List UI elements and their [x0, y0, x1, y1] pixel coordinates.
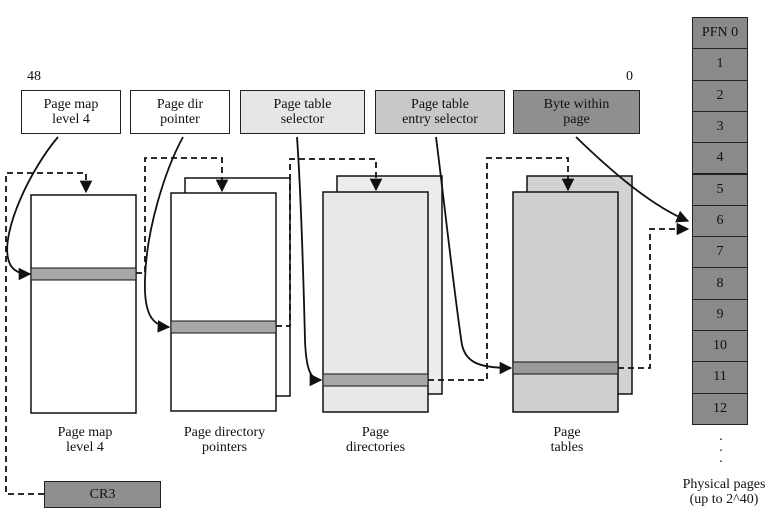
cr3-register: CR3	[44, 481, 161, 508]
pfn-cell: 5	[692, 173, 748, 206]
pfn-cell: 3	[692, 110, 748, 144]
caption-page-directory-pointers: Page directory pointers	[183, 425, 266, 455]
field-page-table-entry-selector: Page table entry selector	[375, 90, 505, 134]
pfn-cell: 9	[692, 298, 748, 331]
pfn-cell: 12	[692, 392, 748, 425]
pml4-table	[30, 194, 137, 414]
pfn-ellipsis: . . .	[719, 429, 723, 466]
caption-page-directories: Page directories	[345, 425, 406, 455]
field-page-dir-pointer: Page dir pointer	[130, 90, 230, 134]
caption-physical-pages: Physical pages (up to 2^40)	[682, 477, 766, 507]
bit-48-label: 48	[27, 69, 41, 84]
page-tables-stack	[512, 175, 633, 413]
page-directory-pointers-stack	[170, 177, 291, 412]
pfn-cell: PFN 0	[692, 17, 748, 50]
pfn-cell: 1	[692, 48, 748, 81]
page-directories-stack	[322, 175, 443, 413]
field-page-map-level-4: Page map level 4	[21, 90, 121, 134]
caption-page-map-level-4: Page map level 4	[57, 425, 113, 455]
field-byte-within-page: Byte within page	[513, 90, 640, 134]
caption-page-tables: Page tables	[550, 425, 584, 455]
pfn-cell: 11	[692, 361, 748, 394]
pfn-cell: 2	[692, 79, 748, 112]
field-page-table-selector: Page table selector	[240, 90, 365, 134]
bit-0-label: 0	[626, 69, 633, 84]
pfn-cell: 4	[692, 142, 748, 175]
pfn-cell: 6	[692, 204, 748, 238]
pfn-cell: 10	[692, 330, 748, 363]
pfn-cell: 8	[692, 267, 748, 300]
pfn-cell: 7	[692, 236, 748, 269]
